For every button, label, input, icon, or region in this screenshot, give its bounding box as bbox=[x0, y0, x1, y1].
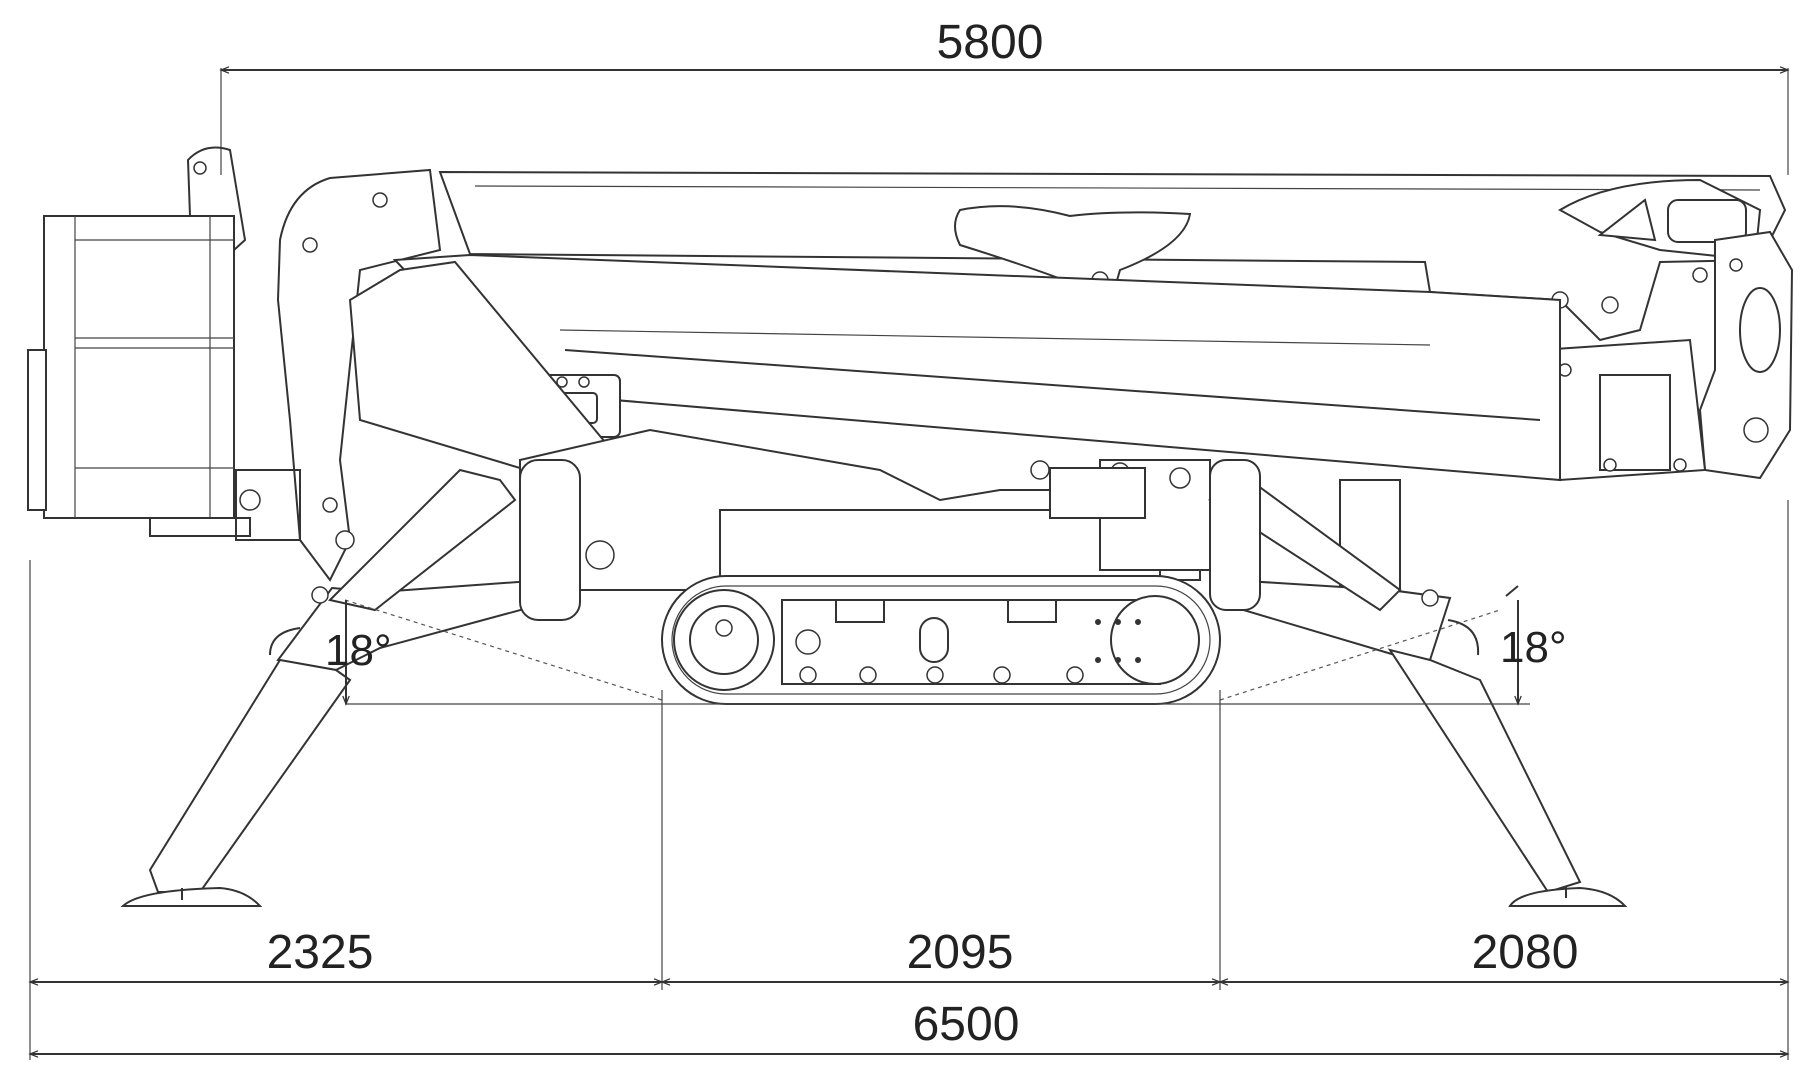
angle-left-label: 18° bbox=[325, 626, 392, 675]
dimension-left-outrigger-label: 2325 bbox=[267, 926, 374, 979]
boom-head bbox=[1539, 230, 1794, 482]
dimension-top-overall: 5800 bbox=[219, 16, 1790, 175]
dimension-bottom-overall: 6500 bbox=[28, 998, 1790, 1058]
jib-arm bbox=[235, 168, 442, 582]
crawler-track bbox=[661, 575, 1221, 705]
angle-guides: 18° 18° bbox=[325, 585, 1567, 706]
angle-right-label: 18° bbox=[1500, 623, 1567, 672]
dimension-bottom-overall-label: 6500 bbox=[913, 998, 1020, 1051]
dimension-segments: 2325 2095 2080 bbox=[28, 500, 1790, 1060]
chassis bbox=[519, 428, 1401, 606]
upper-boom bbox=[438, 170, 1787, 342]
dimension-right-outrigger-label: 2080 bbox=[1472, 926, 1579, 979]
lower-boom bbox=[348, 253, 1561, 482]
dimension-track-label: 2095 bbox=[907, 926, 1014, 979]
dimension-top-overall-label: 5800 bbox=[937, 16, 1044, 69]
platform-basket bbox=[27, 146, 251, 537]
right-outrigger bbox=[1207, 459, 1628, 907]
